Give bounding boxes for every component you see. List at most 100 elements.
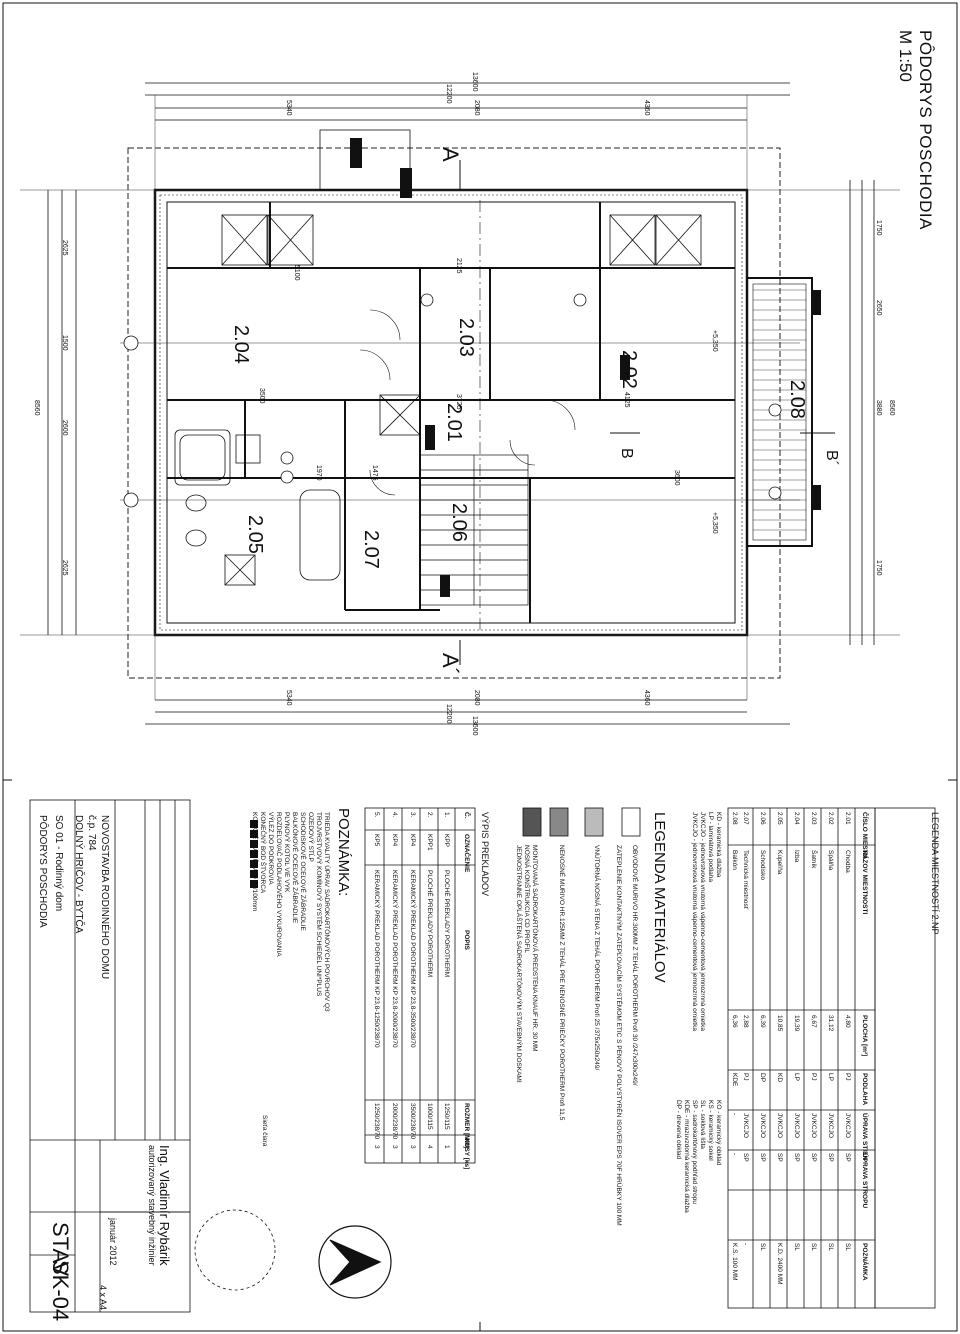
- room-row-area: 10,85: [776, 1015, 783, 1032]
- lintels-header-count: KUSY [ks]: [463, 1138, 470, 1170]
- lintel-row-count: 3: [409, 1145, 416, 1149]
- dimension-lines-left: [47, 190, 77, 635]
- dim-right-overall: 8560: [888, 400, 895, 416]
- room-row-note: SL: [793, 1243, 800, 1251]
- dim-bottom-left: 5340: [285, 690, 292, 706]
- room-row-name: Chodba: [844, 850, 851, 873]
- legend-materials-title: LEGENDA MATERIÁLOV: [651, 812, 668, 983]
- legend-note: KD - keramická dlažba: [715, 812, 722, 878]
- lintel-row-no: 1.: [443, 812, 450, 818]
- room-row-name: Spálňa: [827, 850, 834, 871]
- dim-bottom-inner: 12200: [445, 704, 452, 724]
- room-row-name: Izba: [793, 850, 800, 863]
- dim-inner-8: 1970: [315, 465, 322, 481]
- room-row-walls: JVKCJO: [793, 1113, 800, 1138]
- room-row-no: 2.06: [759, 812, 766, 825]
- remark-line: TRIEDA KVALITY ÚPRAV SADROKARTÓNOVÝCH PO…: [323, 812, 330, 1012]
- legend-note: LP - laminátová podlaha: [707, 812, 714, 882]
- room-row-ceiling: SP: [776, 1153, 783, 1162]
- room-row-ceiling: SP: [844, 1153, 851, 1162]
- legend-rooms-header-name: NÁZOV MIESTNOSTI: [861, 850, 868, 915]
- legend-rooms-header-area: PLOCHA [m²]: [861, 1015, 868, 1057]
- room-row-ceiling: SP: [793, 1153, 800, 1162]
- remark-symbols: [250, 820, 258, 888]
- room-row-name: Schodisko: [759, 850, 766, 880]
- room-row-name: Kúpeľňa: [776, 850, 783, 875]
- legend-note: JVKCJO - jednovrstvová vnútorná vápenno-…: [691, 812, 698, 1031]
- material-item: MONTOVANÁ SADROKARTÓNOVÁ PREDSTENA KNAUF…: [531, 845, 538, 1052]
- title-block: [29, 799, 191, 1313]
- sheet-number: SK-04: [48, 1260, 73, 1322]
- lintels-title: VÝPIS PREKLADOV: [480, 812, 490, 897]
- lintel-row-size: 1250/115: [443, 1103, 450, 1130]
- lintel-row-no: 5.: [373, 812, 380, 818]
- dimension-lines-bottom: [145, 699, 790, 725]
- room-row-no: 2.01: [844, 812, 851, 825]
- lintel-row-size: 2000/238/70: [391, 1103, 398, 1140]
- bathroom-fixtures: [174, 429, 341, 586]
- section-label-a: A: [438, 147, 463, 162]
- dim-left-3: 2600: [61, 420, 68, 436]
- lintels-header-desc: POPIS: [463, 930, 470, 950]
- room-row-note: SL: [810, 1243, 817, 1251]
- interior-walls: [167, 202, 735, 623]
- remark-line: SCHODISKOVÉ OCEĽOVÉ ZÁBRADLIE: [299, 812, 306, 931]
- room-row-floor: DP: [759, 1073, 766, 1083]
- skylights: [221, 214, 702, 436]
- material-item: NENOSNÉ MURIVO HR.125MM Z TEHÁL PRE NENO…: [558, 845, 565, 1121]
- lintel-row-code: KPP1: [426, 834, 433, 851]
- dim-inner-2: 4125: [623, 392, 630, 408]
- dimension-lines-right: [849, 180, 875, 645]
- legend-note: KS - keramický sokel: [707, 1100, 714, 1161]
- project-location: DOLNÝ HRIČOV - BYTČA: [73, 815, 84, 934]
- lintels-header-code: OZNAČENIE: [463, 834, 470, 873]
- date-value: január 2012: [108, 1218, 118, 1266]
- dim-mid-segment: 2080: [473, 100, 480, 116]
- room-row-note: K.D. 2400 MM: [776, 1243, 783, 1285]
- dim-bottom-mid: 2080: [473, 690, 480, 706]
- section-label-a-prime: A´: [438, 653, 463, 675]
- dim-right-segment: 4360: [643, 100, 650, 116]
- lintels-header-no: Č.: [463, 812, 470, 819]
- room-row-walls: JVKCJO: [844, 1113, 851, 1138]
- room-row-floor: LP: [793, 1073, 800, 1081]
- room-row-note: SL: [827, 1243, 834, 1251]
- room-row-ceiling: SP: [827, 1153, 834, 1162]
- lintel-tags: [350, 138, 821, 597]
- lintel-row-size: 1250/238/70: [373, 1103, 380, 1140]
- dim-bottom-overall: 13600: [471, 716, 478, 736]
- dim-right-3: 3880: [875, 400, 882, 416]
- material-item: JEDNOSTRANNE OPLÁŠTENÁ SADROKARTÓNOVÝM S…: [515, 845, 522, 1083]
- level-mark-top: +5,350: [711, 330, 718, 352]
- lintel-row-count: 4: [426, 1145, 433, 1149]
- room-row-no: 2.07: [742, 812, 749, 825]
- remark-line: VÝLEZ DO PODKROVIA: [267, 812, 274, 885]
- lintel-row-count: 3: [373, 1145, 380, 1149]
- room-row-no: 2.05: [776, 812, 783, 825]
- room-row-no: 2.04: [793, 812, 800, 825]
- dim-left-4: 2625: [61, 560, 68, 576]
- lintel-row-no: 2.: [426, 812, 433, 818]
- room-row-walls: JVKCJO: [810, 1113, 817, 1138]
- dim-inner-6: 2125: [455, 258, 462, 274]
- legend-rooms-header-ceiling: ÚPRAVA STROPU: [861, 1153, 868, 1209]
- room-row-floor: KD: [776, 1073, 783, 1083]
- legend-note: DP - drevená obklad: [675, 1100, 682, 1160]
- room-row-no: 2.08: [731, 812, 738, 825]
- lintel-row-code: KP5: [373, 834, 380, 847]
- legend-note: KDE - mrazuvzdorná keramická dlažba: [683, 1100, 690, 1213]
- legend-room-table: [727, 807, 936, 1309]
- legend-rooms-header-note: POZNÁMKA: [861, 1243, 868, 1281]
- room-label-2-02: 2.02: [618, 350, 640, 389]
- material-item: NOSNÁ KONŠTRUKCIA CD PROFIL: [523, 845, 530, 953]
- room-row-area: 2,88: [742, 1015, 749, 1028]
- remark-line: PLYNOVÝ KOTOL ViE VYK: [283, 812, 290, 893]
- dimension-lines-top: [145, 82, 790, 121]
- lintel-row-desc: PLOCHÉ PREKLADY POROTHERM: [443, 870, 450, 978]
- author-name: Ing. Vladimír Rybárik: [157, 1145, 172, 1266]
- grid-bubbles: [123, 293, 782, 508]
- room-label-2-04: 2.04: [230, 325, 252, 364]
- dim-bottom-right: 4360: [643, 690, 650, 706]
- lintel-row-count: 3: [391, 1145, 398, 1149]
